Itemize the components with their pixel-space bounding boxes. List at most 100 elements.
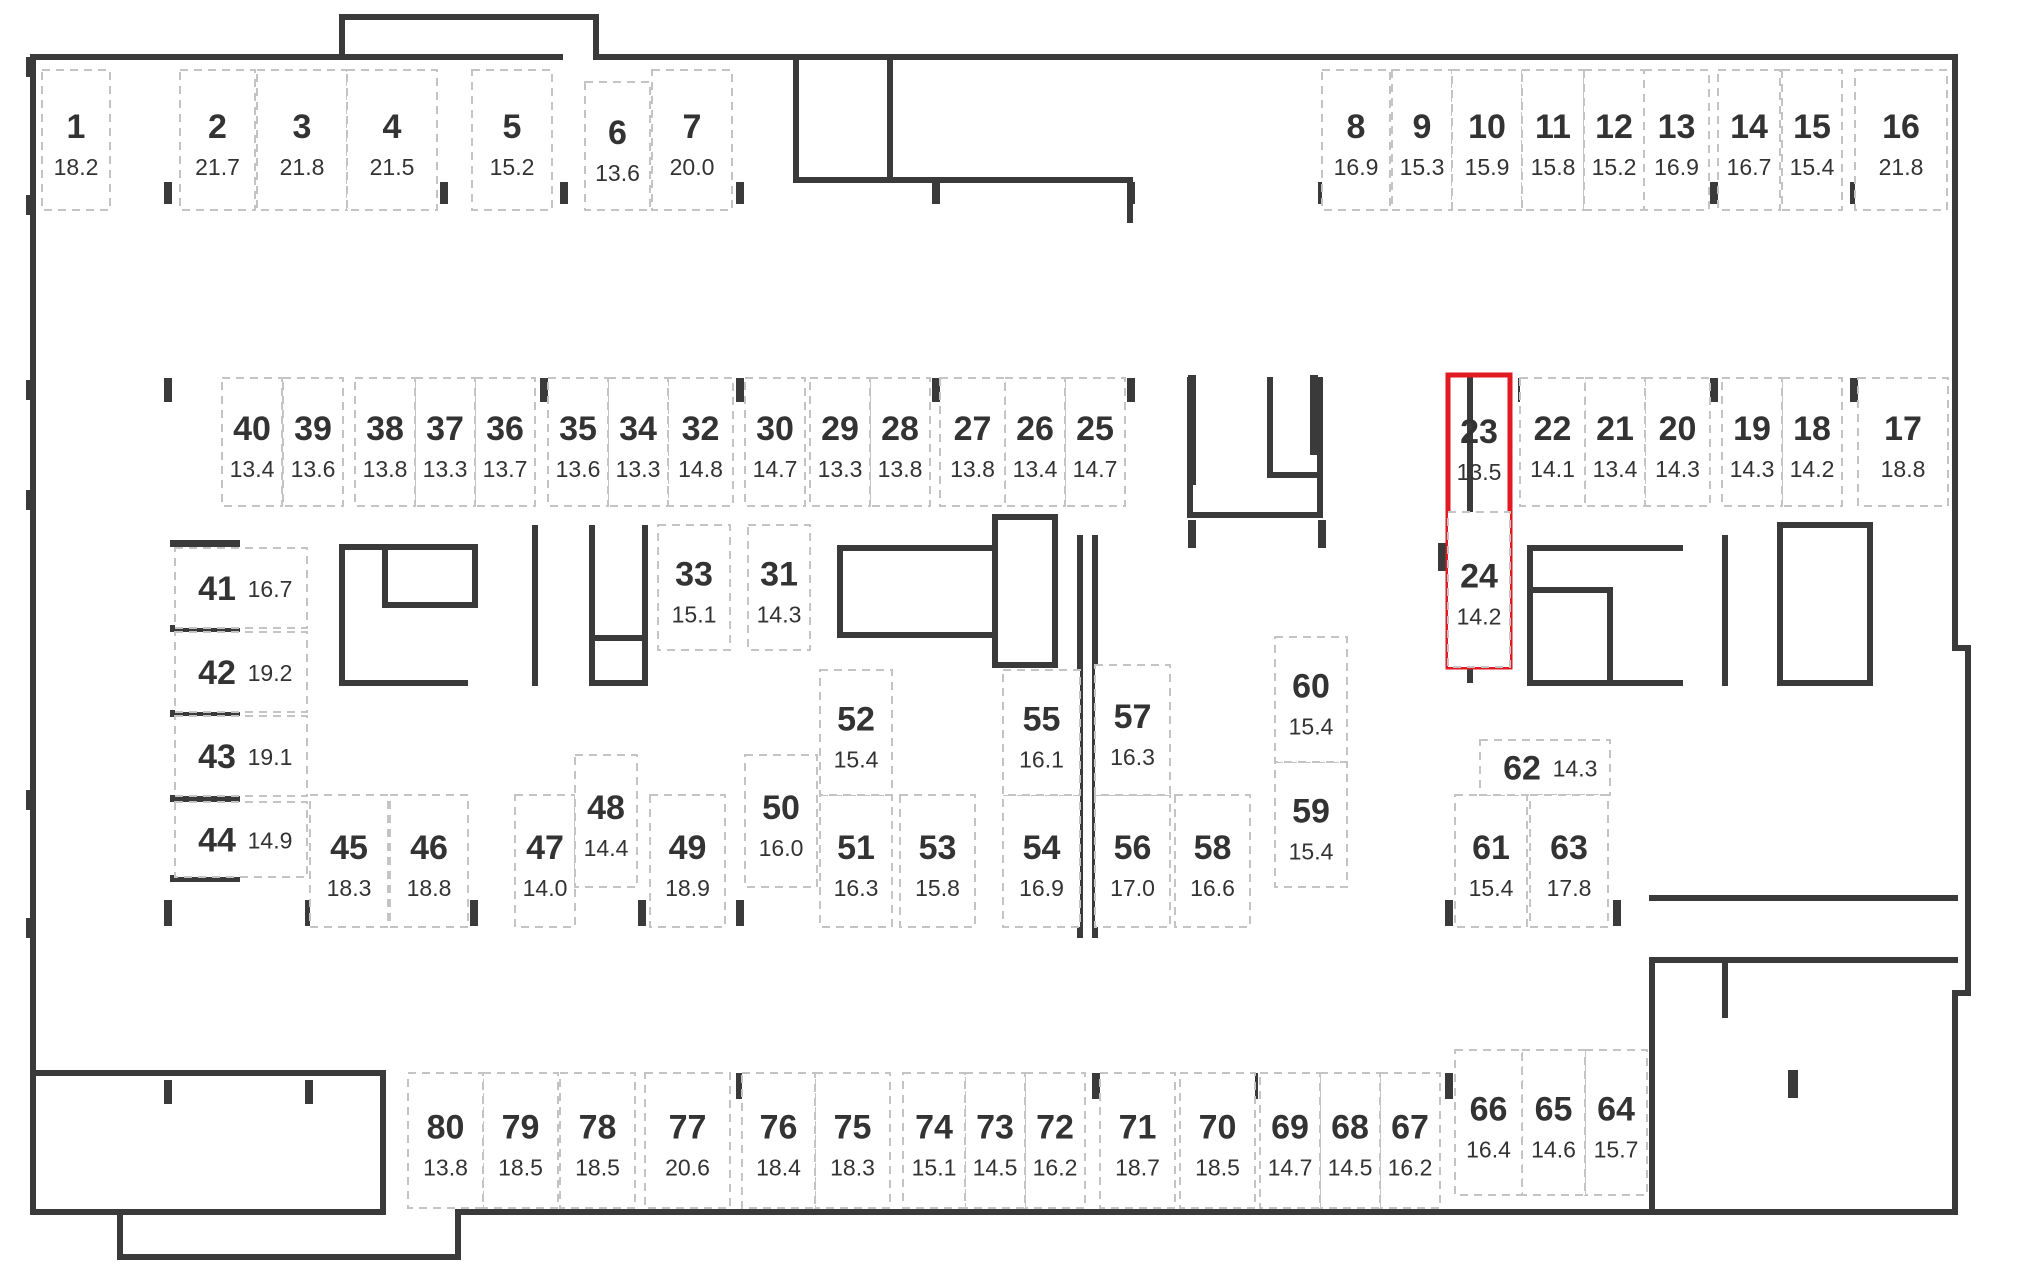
spot-area: 19.2 (248, 660, 293, 686)
spot-area: 17.0 (1110, 875, 1155, 901)
spot-number: 29 (821, 410, 859, 448)
spot-area: 13.4 (230, 456, 275, 482)
parking-spot-outline (514, 794, 576, 928)
parking-spot-7[interactable]: 720.0 (651, 69, 733, 211)
spot-area: 13.3 (423, 456, 468, 482)
parking-spot-outline (482, 1072, 559, 1209)
parking-spot-6[interactable]: 613.6 (584, 81, 651, 211)
spot-area: 15.4 (834, 747, 879, 773)
spot-area: 18.2 (54, 154, 99, 180)
spot-number: 75 (834, 1109, 872, 1147)
parking-spot-outline (814, 1072, 891, 1209)
parking-spot-1[interactable]: 118.2 (41, 69, 111, 211)
spot-area: 14.2 (1790, 456, 1835, 482)
parking-spot-outline (282, 377, 344, 507)
spot-area: 13.8 (950, 456, 995, 482)
parking-spot-2[interactable]: 221.7 (179, 69, 256, 211)
spot-area: 14.5 (1328, 1155, 1373, 1181)
parking-spot-8[interactable]: 816.9 (1321, 69, 1391, 211)
parking-spot-5[interactable]: 515.2 (471, 69, 553, 211)
parking-spot-3[interactable]: 321.8 (256, 69, 348, 211)
parking-spot-outline (559, 1072, 636, 1209)
spot-number: 21 (1596, 410, 1634, 448)
parking-spot-9[interactable]: 915.3 (1391, 69, 1453, 211)
spot-number: 70 (1199, 1109, 1237, 1147)
spot-area: 13.6 (556, 456, 601, 482)
spot-area: 16.3 (834, 875, 879, 901)
spot-area: 14.8 (678, 456, 723, 482)
parking-spot-4[interactable]: 421.5 (346, 69, 438, 211)
